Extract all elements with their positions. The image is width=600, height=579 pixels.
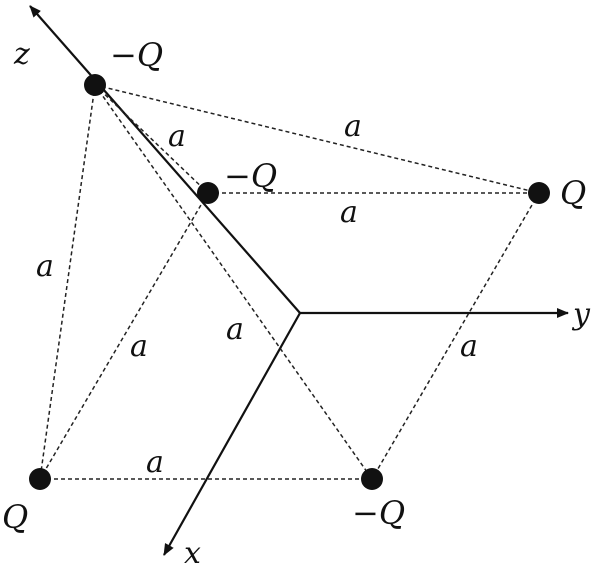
edge-label-top-right: a: [344, 109, 362, 144]
edge-label-left-bottom-right: a: [146, 445, 164, 480]
charge-label-bottom-right: −Q: [352, 494, 405, 532]
edge-label-right-bottom-right: a: [460, 329, 478, 364]
edge-label-inner-right: a: [340, 195, 358, 230]
charge-top: [84, 74, 106, 96]
x-axis: [163, 312, 301, 556]
charge-label-right: Q: [560, 174, 586, 212]
charge-label-inner: −Q: [224, 157, 277, 195]
charge-label-left: Q: [2, 498, 28, 536]
x-axis-label: x: [184, 536, 201, 571]
edge-label-top-left: a: [36, 249, 54, 284]
edge-top-right: [94, 84, 540, 194]
charge-left: [29, 468, 51, 490]
z-axis: [29, 5, 301, 314]
edge-label-inner-left: a: [130, 329, 148, 364]
charge-label-top: −Q: [110, 36, 163, 74]
y-axis-label: y: [571, 297, 591, 332]
charge-right: [528, 182, 550, 204]
charge-inner: [197, 182, 219, 204]
edge-top-left: [39, 84, 96, 480]
edge-right-bottom-right: [371, 192, 540, 480]
edge-inner-left: [39, 192, 209, 480]
z-axis-label: z: [13, 37, 30, 72]
edge-label-top-inner: a: [168, 119, 186, 154]
edge-label-top-bottom-right: a: [226, 312, 244, 347]
edge-top-inner: [94, 84, 209, 194]
edge-top-bottom-right: [94, 84, 373, 480]
charge-bottom-right: [361, 468, 383, 490]
